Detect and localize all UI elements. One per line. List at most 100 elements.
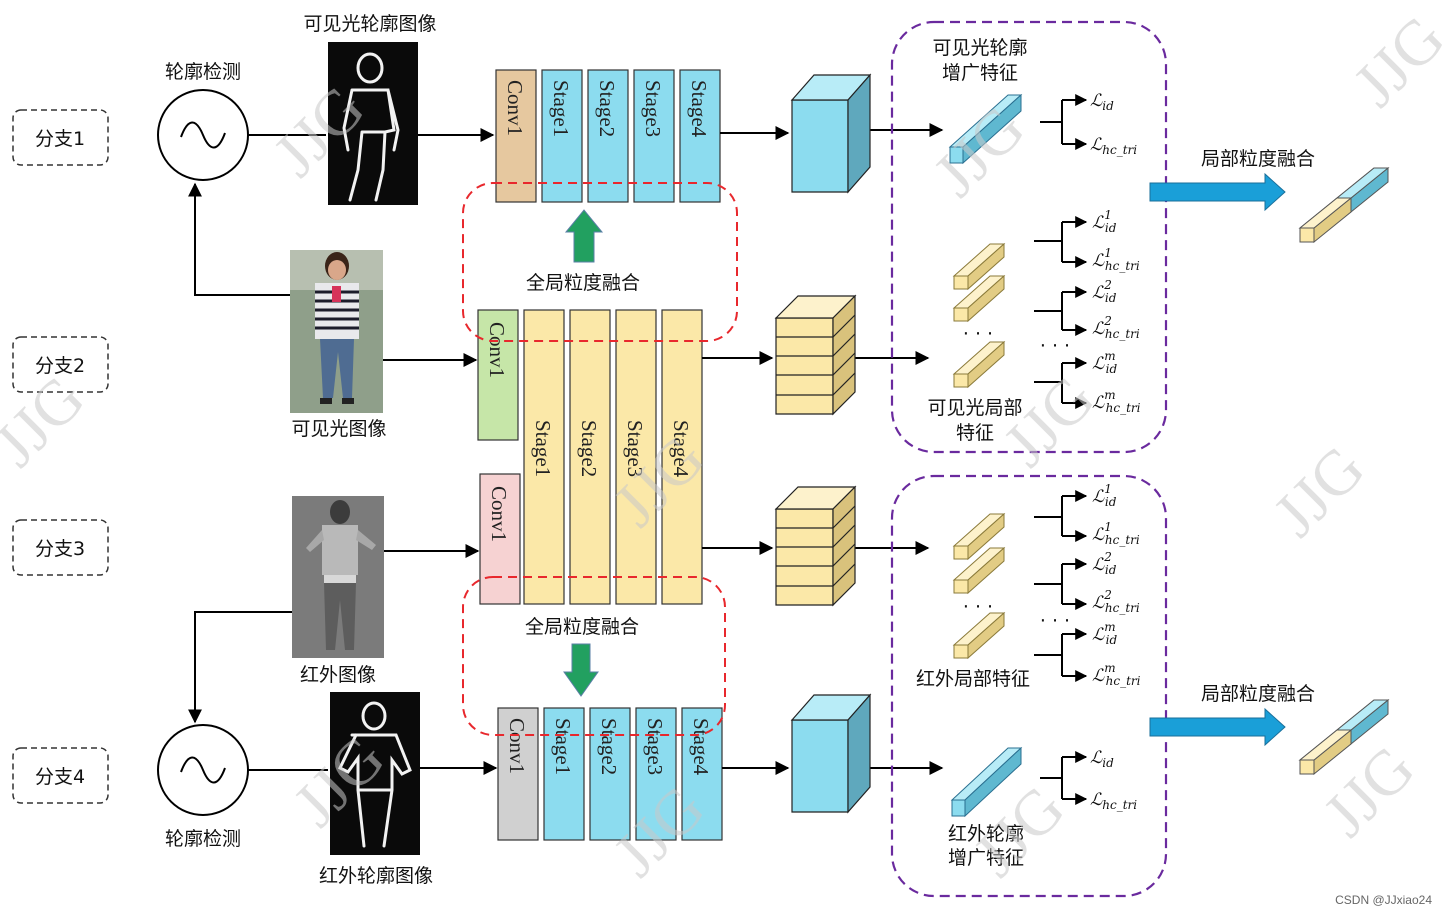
shared-stage2 [569, 309, 611, 605]
branch-label-3: 分支3 [35, 538, 85, 560]
ir-local-dots: · · · [963, 596, 993, 618]
branch1-stage1 [541, 69, 583, 203]
shared-stage1 [523, 309, 565, 605]
fused-feature-bar-top [1298, 166, 1390, 244]
feature-stack-vis-local [774, 294, 857, 416]
global-fusion-bottom-label: 全局粒度融合 [525, 616, 639, 638]
ir-conv1-label: Conv1 [487, 486, 511, 542]
branch-label-1: 分支1 [35, 128, 85, 150]
vis-local-dots: · · · [963, 323, 993, 345]
watermark: JJG [990, 362, 1108, 480]
branch1-stage4-label: Stage4 [687, 80, 711, 138]
branch4-network: Conv1 Stage1 Stage2 Stage3 Stage4 [497, 707, 723, 841]
ir-contour-feature-label-1: 红外轮廓 [948, 823, 1024, 845]
local-fusion-bottom: 局部粒度融合 [1149, 683, 1390, 776]
branch1-stage3-label: Stage3 [641, 80, 665, 137]
branch4-stage1 [543, 707, 585, 841]
vis-local-feature-label-1: 可见光局部 [927, 397, 1022, 419]
global-fusion-bottom-region [462, 576, 726, 736]
branch1-stage3 [633, 69, 675, 203]
shared-stage1-label: Stage1 [531, 420, 555, 477]
local-fusion-bottom-label: 局部粒度融合 [1201, 683, 1315, 705]
vis-contour-image [328, 42, 418, 205]
branch4-stage1-label: Stage1 [551, 718, 575, 775]
vis-contour-feature-label-2: 增广特征 [942, 62, 1018, 84]
shared-stage3-label: Stage3 [623, 420, 647, 477]
branch4-stage4-label: Stage4 [689, 718, 713, 776]
global-fusion-top: 全局粒度融合 [462, 182, 738, 342]
global-fusion-top-region [462, 182, 738, 342]
watermark: JJG [1260, 432, 1378, 550]
branch4-stage2-label: Stage2 [597, 718, 621, 775]
branch4-stage2 [589, 707, 631, 841]
branch1-conv1 [495, 69, 537, 203]
local-fusion-top-label: 局部粒度融合 [1201, 148, 1315, 170]
ir-local-feature-bars [952, 512, 1006, 660]
loss-id-vis: ℒid [1090, 91, 1114, 113]
branch4-stage4 [681, 707, 723, 841]
branch1-stage4 [679, 69, 721, 203]
ir-contour-feature-bar [950, 746, 1023, 818]
right-arrow-icon-top [1149, 172, 1286, 212]
vis-contour-feature-bar [948, 93, 1023, 165]
ir-local-loss-dots: · · · [1040, 610, 1070, 632]
branch-label-2: 分支2 [35, 355, 85, 377]
credit-text: CSDN @JJxiao24 [1335, 893, 1432, 907]
up-arrow-icon [564, 209, 604, 263]
vis-local-loss-dots: · · · [1040, 335, 1070, 357]
loss-tri-ir: ℒhc_tri [1090, 790, 1137, 812]
branch-box-4 [12, 747, 109, 804]
branch1-conv1-label: Conv1 [503, 80, 527, 136]
vis-contour-image-label: 可见光轮廓图像 [303, 13, 436, 35]
ir-feature-region [890, 474, 1168, 898]
down-arrow-icon [563, 643, 599, 697]
vis-feature-region [890, 20, 1168, 454]
loss-tri-vis: ℒhc_tri [1090, 135, 1137, 157]
global-fusion-bottom: 全局粒度融合 [462, 576, 726, 736]
branch4-conv1-label: Conv1 [505, 718, 529, 774]
branch1-stage1-label: Stage1 [549, 80, 573, 137]
branch1-stage2-label: Stage2 [595, 80, 619, 137]
branch-box-1 [12, 109, 109, 166]
ir-image [292, 496, 384, 658]
sine-wave-icon-bottom [180, 756, 226, 784]
branch1-network: Conv1 Stage1 Stage2 Stage3 Stage4 [495, 69, 721, 203]
vis-local-feature-label-2: 特征 [956, 422, 994, 444]
shared-stage4 [661, 309, 703, 605]
vis-conv1-label: Conv1 [485, 322, 509, 378]
branch-label-4: 分支4 [35, 766, 85, 788]
feature-cube-vis-contour [790, 73, 872, 194]
vis-local-feature-bars [952, 242, 1006, 389]
contour-detector-bottom: 轮廓检测 [157, 724, 249, 850]
ir-image-label: 红外图像 [300, 664, 376, 686]
feature-stack-ir-local [774, 485, 857, 607]
connectors-left [188, 128, 498, 775]
contour-detect-label-bottom: 轮廓检测 [165, 828, 241, 850]
loss-id-ir: ℒid [1090, 748, 1114, 770]
contour-detect-label-top: 轮廓检测 [165, 61, 241, 83]
ir-contour-feature-label-2: 增广特征 [948, 847, 1024, 869]
global-fusion-top-label: 全局粒度融合 [526, 272, 640, 294]
contour-detector-top: 轮廓检测 [157, 61, 249, 181]
fused-feature-bar-bottom [1298, 698, 1390, 776]
ir-local-feature-label: 红外局部特征 [916, 668, 1030, 690]
vis-image [290, 250, 383, 413]
shared-network: Conv1 Conv1 Stage1 Stage2 Stage3 Stage4 [477, 309, 703, 605]
shared-stage3 [615, 309, 657, 605]
branch4-conv1 [497, 707, 539, 841]
vis-image-label: 可见光图像 [291, 418, 386, 440]
shared-stage2-label: Stage2 [577, 420, 601, 477]
sine-wave-icon-top [180, 121, 226, 149]
watermark: JJG [0, 362, 98, 480]
local-fusion-top: 局部粒度融合 [1149, 148, 1390, 244]
branch1-stage2 [587, 69, 629, 203]
watermark: JJG [1340, 2, 1446, 120]
